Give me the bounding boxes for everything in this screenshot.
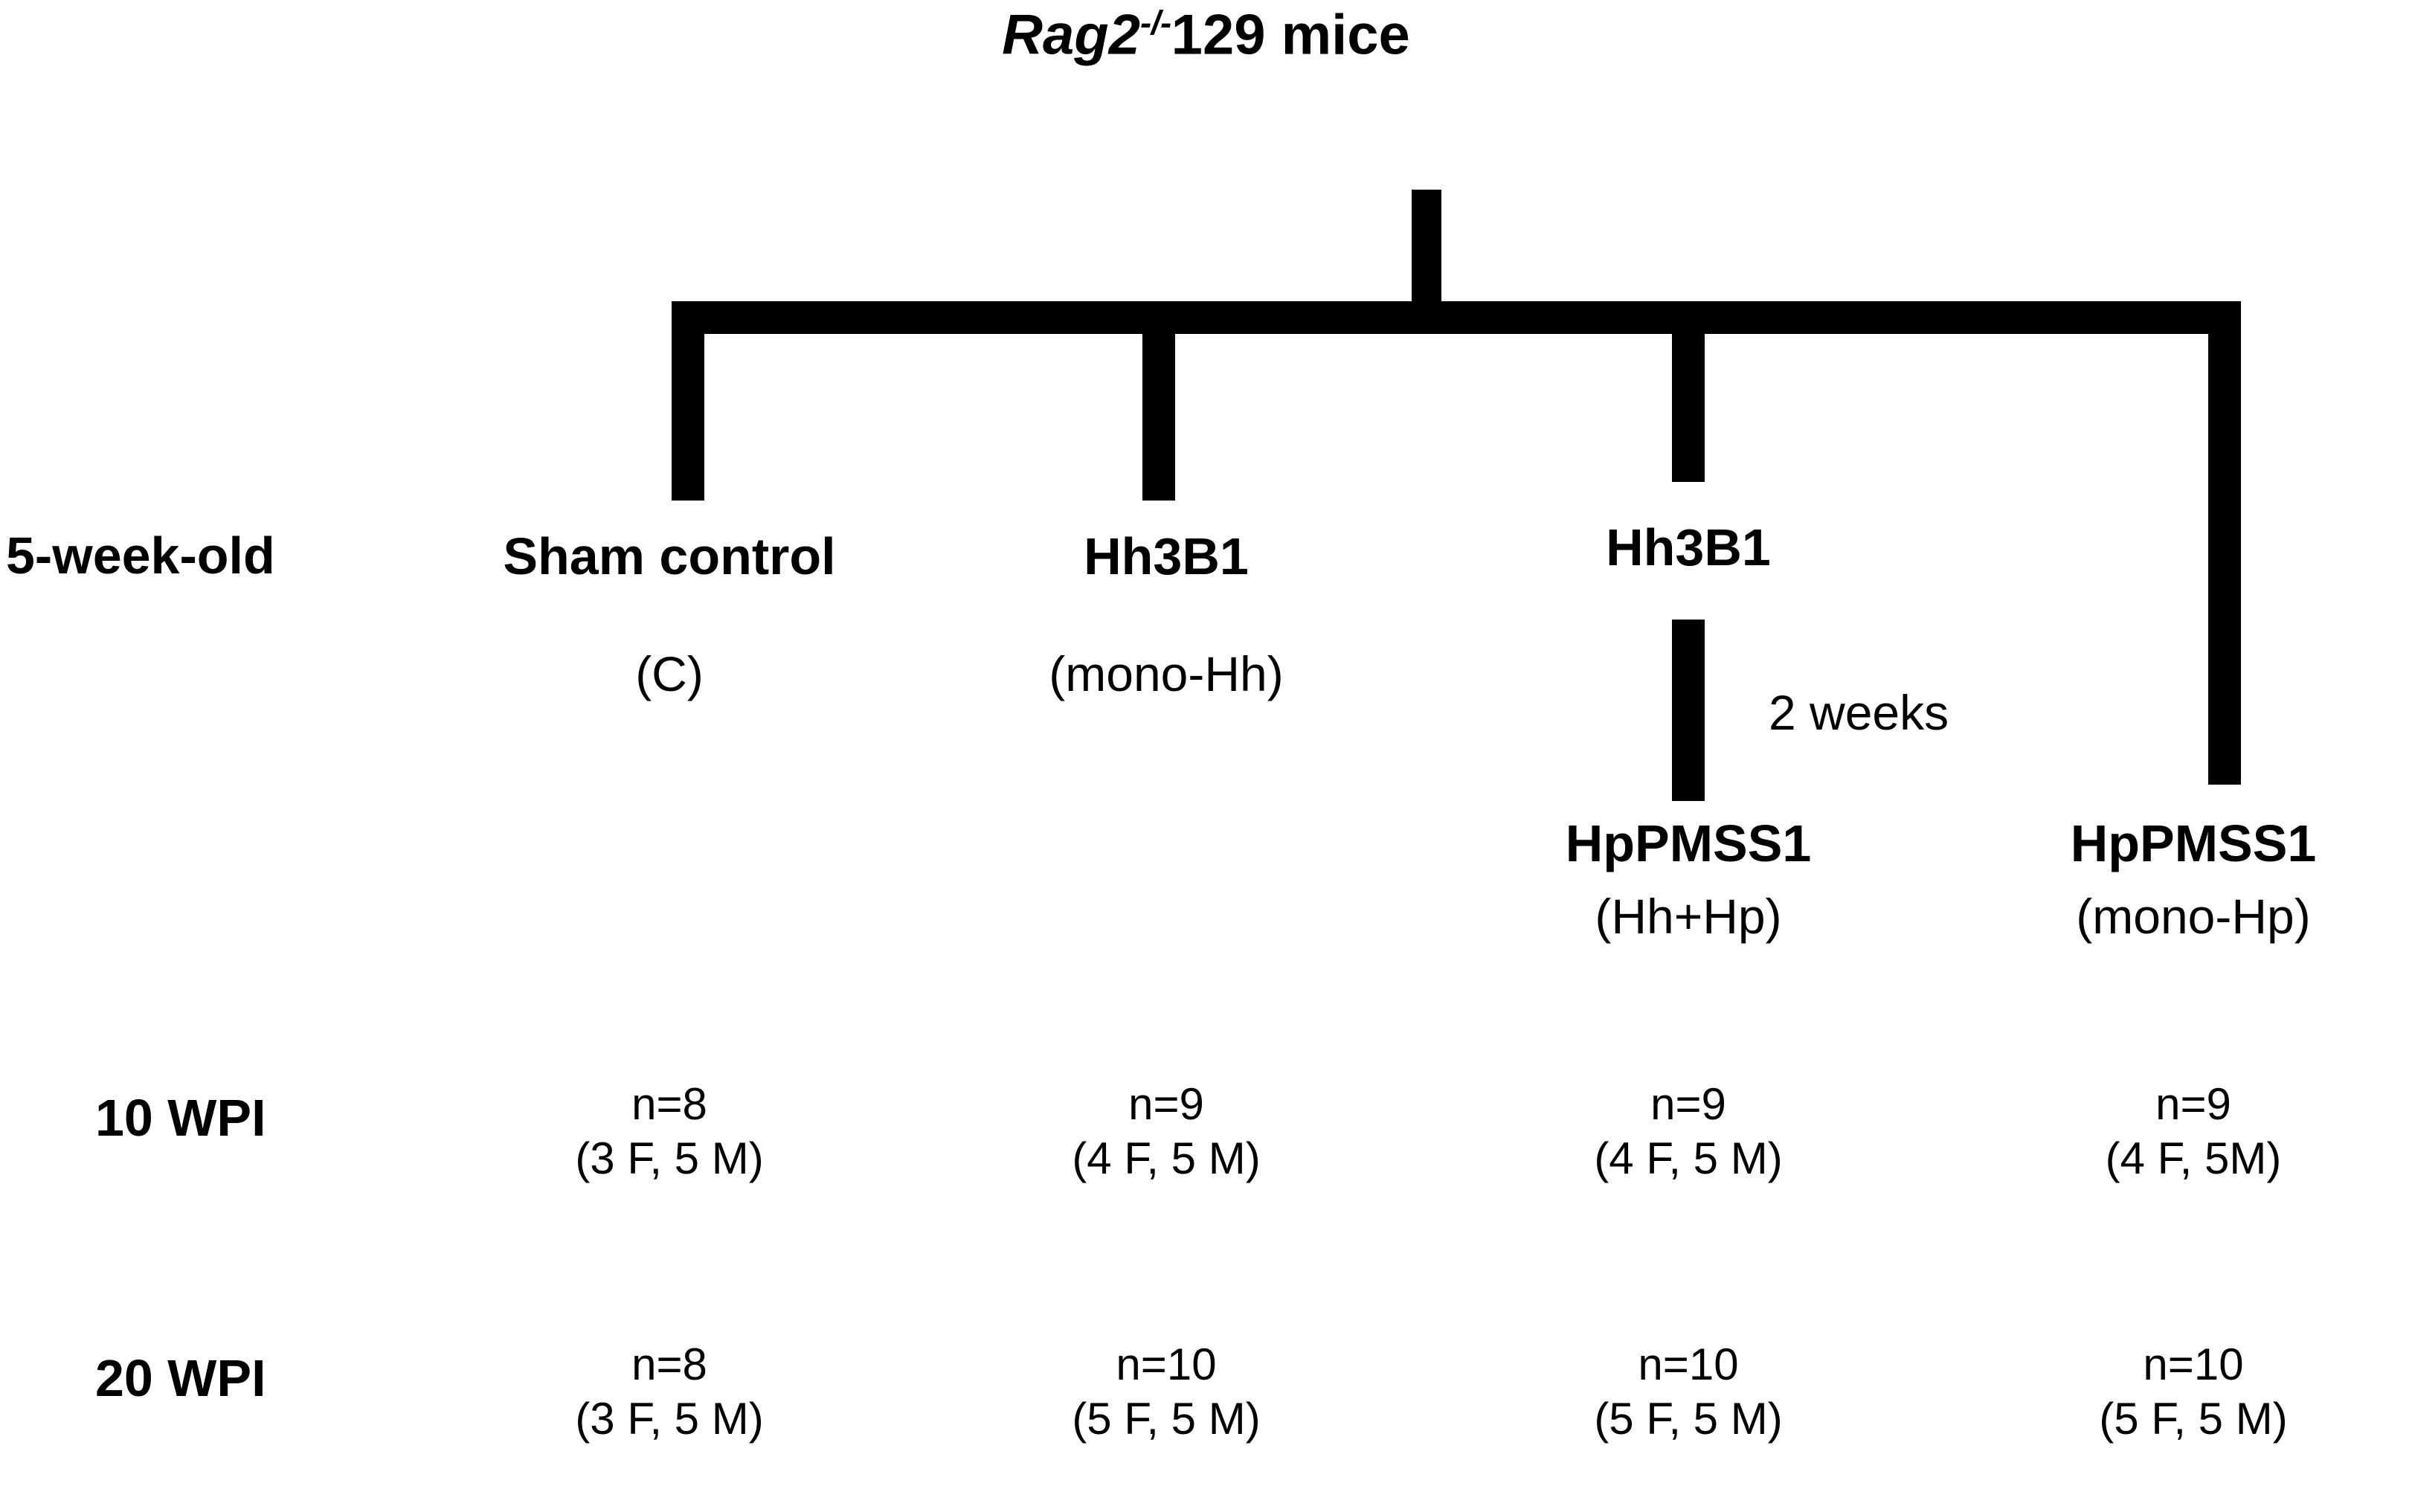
cell-sex-breakdown: (5 F, 5 M) [2099,1394,2288,1444]
cell-10wpi-sham-control: n=8 (3 F, 5 M) [417,1077,922,1186]
cell-sex-breakdown: (5 F, 5 M) [1594,1394,1783,1444]
row-label-5-week-old: 5-week-old [6,527,275,585]
cell-20wpi-mono-hh: n=10 (5 F, 5 M) [913,1337,1419,1446]
branch-stem-3 [1672,301,1705,482]
figure-title: Rag2-/-129 mice [0,6,2412,63]
cell-n-value: n=9 [1128,1079,1204,1129]
title-superscript: -/- [1140,4,1171,42]
group-subtitle-hppmss1-mono-hp: (mono-Hp) [2076,889,2311,944]
cell-sex-breakdown: (4 F, 5M) [2105,1133,2282,1184]
cell-n-value: n=9 [1650,1079,1726,1129]
cell-n-value: n=10 [1638,1339,1739,1389]
group-title-hppmss1-hh-hp: HpPMSS1 [1565,814,1812,872]
cell-20wpi-hh-hp: n=10 (5 F, 5 M) [1435,1337,1941,1446]
cell-20wpi-sham-control: n=8 (3 F, 5 M) [417,1337,922,1446]
title-rest: 129 mice [1171,3,1410,67]
row-label-10-wpi: 10 WPI [95,1089,266,1147]
cell-sex-breakdown: (3 F, 5 M) [575,1133,764,1184]
branch-stem-1 [672,301,704,501]
group-title-sham-control: Sham control [503,527,836,585]
group-subtitle-sham-control: (C) [635,646,704,701]
group-subtitle-hppmss1-hh-hp: (Hh+Hp) [1595,889,1782,944]
group-title-hppmss1-mono-hp: HpPMSS1 [2070,814,2317,872]
interval-label-2-weeks: 2 weeks [1769,685,1949,740]
row-label-20-wpi: 20 WPI [95,1349,266,1407]
group-title-hh3b1-dual: Hh3B1 [1606,518,1771,576]
cell-n-value: n=8 [631,1079,707,1129]
cell-n-value: n=10 [1116,1339,1217,1389]
cell-10wpi-mono-hp: n=9 (4 F, 5M) [1975,1077,2412,1186]
group-title-hh3b1-mono-hh: Hh3B1 [1084,527,1249,585]
second-infection-stem [1672,620,1705,801]
cell-10wpi-hh-hp: n=9 (4 F, 5 M) [1435,1077,1941,1186]
cell-20wpi-mono-hp: n=10 (5 F, 5 M) [1975,1337,2412,1446]
cell-10wpi-mono-hh: n=9 (4 F, 5 M) [913,1077,1419,1186]
cell-n-value: n=10 [2143,1339,2244,1389]
cell-sex-breakdown: (3 F, 5 M) [575,1394,764,1444]
horizontal-distribution-bar [672,301,2241,334]
cell-n-value: n=9 [2155,1079,2231,1129]
cell-sex-breakdown: (4 F, 5 M) [1594,1133,1783,1184]
branch-stem-4 [2208,301,2241,785]
branch-stem-2 [1142,301,1175,501]
cell-n-value: n=8 [631,1339,707,1389]
trunk-vertical-line [1412,190,1441,305]
cell-sex-breakdown: (5 F, 5 M) [1072,1394,1261,1444]
group-subtitle-hh3b1-mono-hh: (mono-Hh) [1049,646,1284,701]
cell-sex-breakdown: (4 F, 5 M) [1072,1133,1261,1184]
title-gene-name: Rag2 [1002,3,1140,67]
